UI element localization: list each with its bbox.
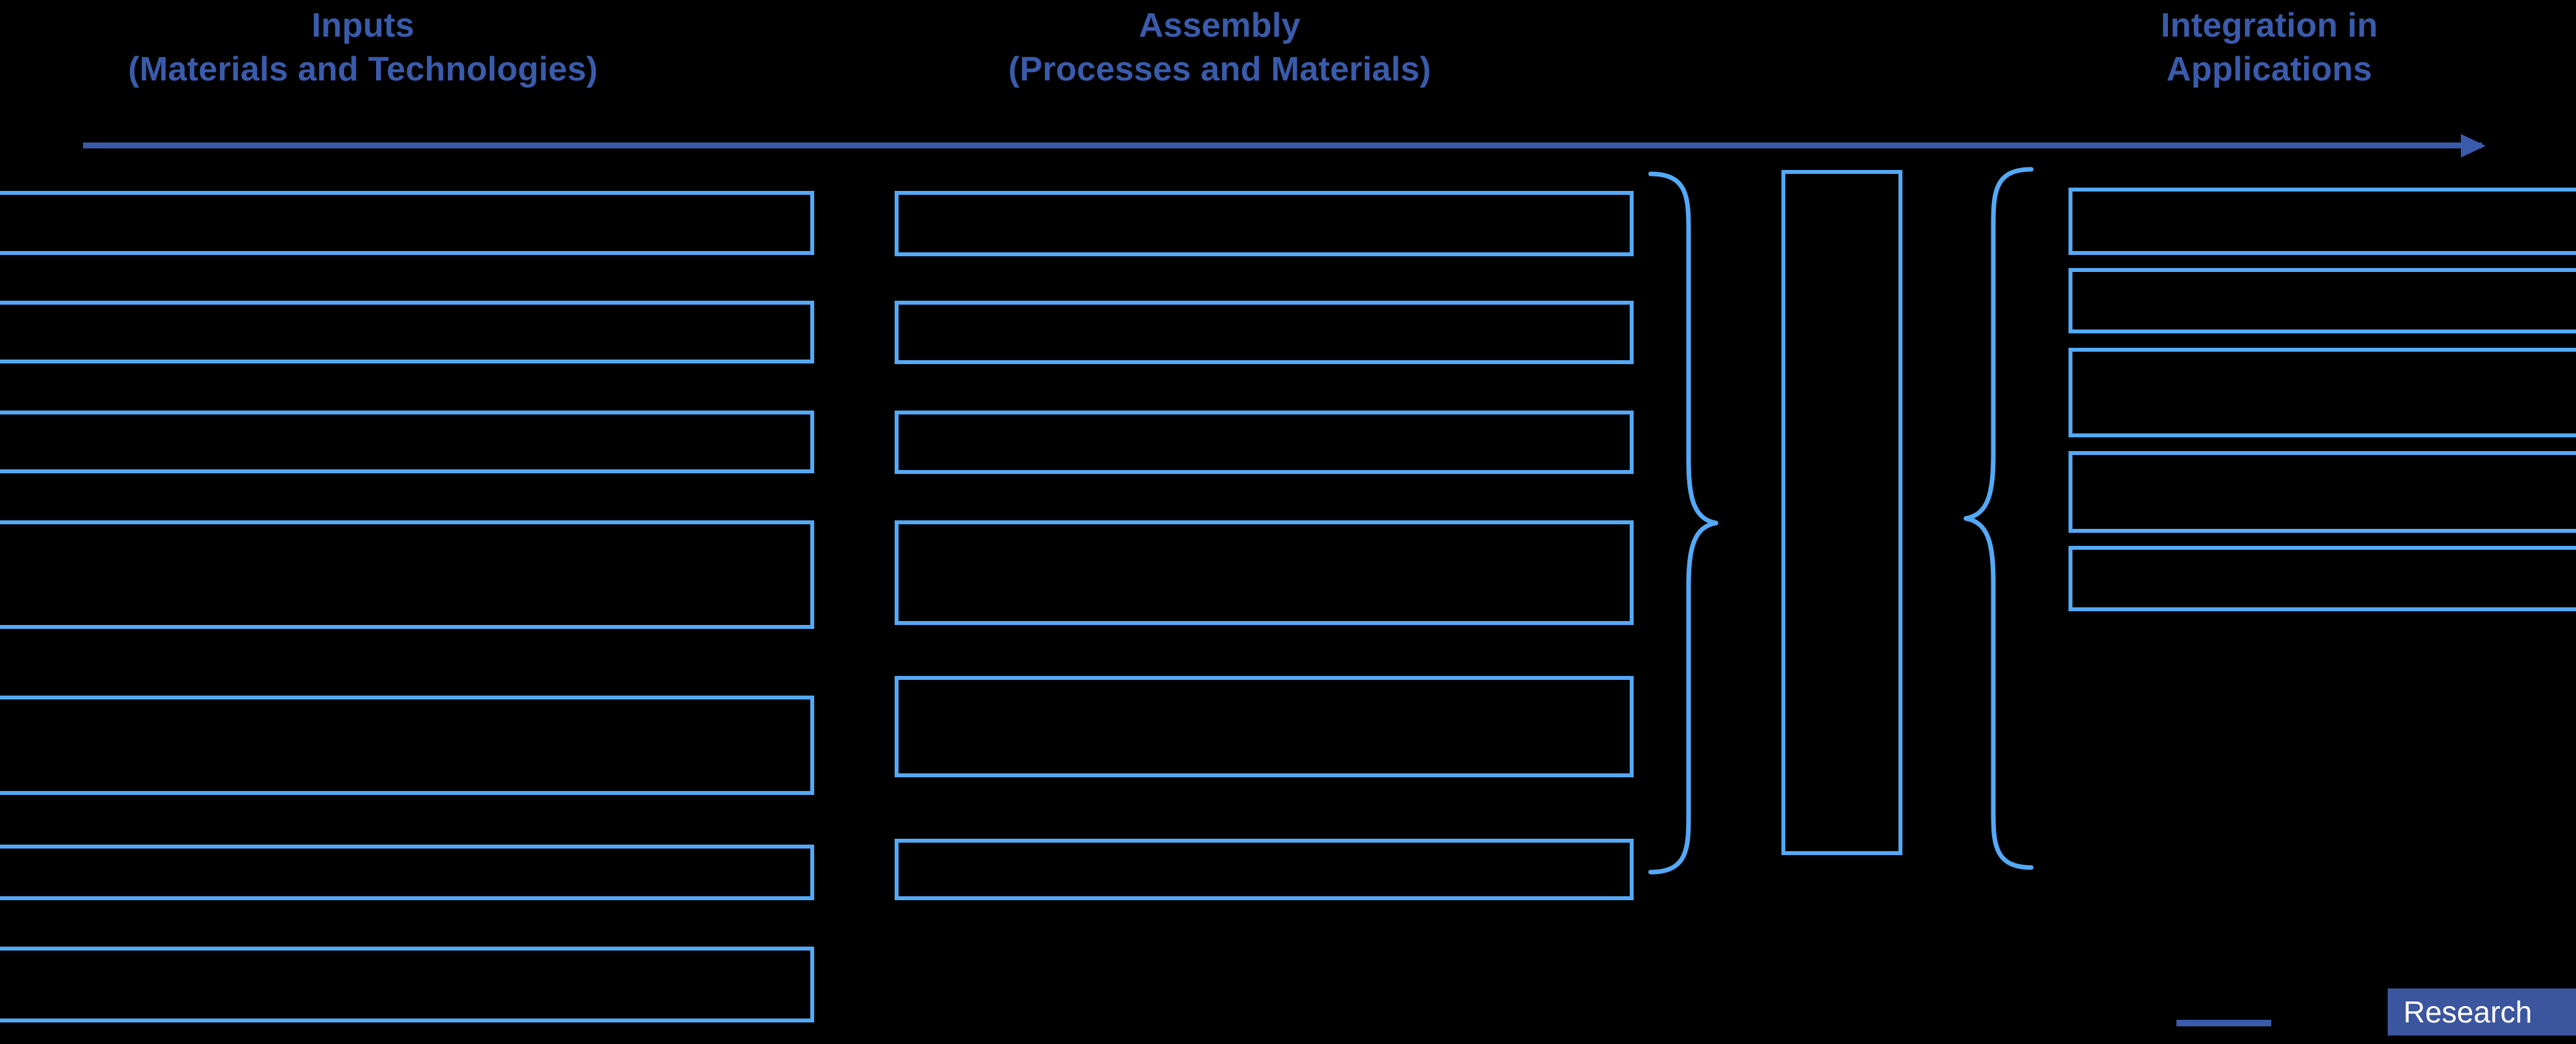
column-header-inputs: Inputs (Materials and Technologies) xyxy=(128,7,598,88)
left-brace-icon xyxy=(1648,171,1719,875)
inputs-box-5[interactable] xyxy=(0,696,814,795)
right-brace-icon xyxy=(1963,167,2034,870)
inputs-box-7[interactable] xyxy=(0,947,814,1022)
legend-rule xyxy=(2176,1020,2271,1026)
integration-box-4[interactable] xyxy=(2069,451,2576,533)
column-header-integration: Integration in Applications xyxy=(2160,7,2379,88)
inputs-box-2[interactable] xyxy=(0,301,814,363)
assembly-box-1[interactable] xyxy=(895,191,1634,256)
assembly-box-6[interactable] xyxy=(895,839,1634,900)
assembly-box-5[interactable] xyxy=(895,676,1634,777)
research-badge[interactable]: Research xyxy=(2388,988,2576,1036)
center-node-box[interactable] xyxy=(1781,170,1902,855)
inputs-box-3[interactable] xyxy=(0,411,814,473)
integration-box-3[interactable] xyxy=(2069,348,2576,437)
flow-arrow-head-icon xyxy=(2461,134,2486,158)
assembly-box-4[interactable] xyxy=(895,520,1634,625)
integration-box-2[interactable] xyxy=(2069,268,2576,333)
inputs-box-6[interactable] xyxy=(0,845,814,900)
inputs-box-1[interactable] xyxy=(0,191,814,255)
assembly-box-2[interactable] xyxy=(895,301,1634,364)
inputs-box-4[interactable] xyxy=(0,520,814,629)
integration-box-1[interactable] xyxy=(2069,188,2576,255)
flow-arrow-line xyxy=(83,143,2482,148)
assembly-box-3[interactable] xyxy=(895,411,1634,474)
column-header-assembly: Assembly (Processes and Materials) xyxy=(1008,7,1432,88)
integration-box-5[interactable] xyxy=(2069,546,2576,611)
